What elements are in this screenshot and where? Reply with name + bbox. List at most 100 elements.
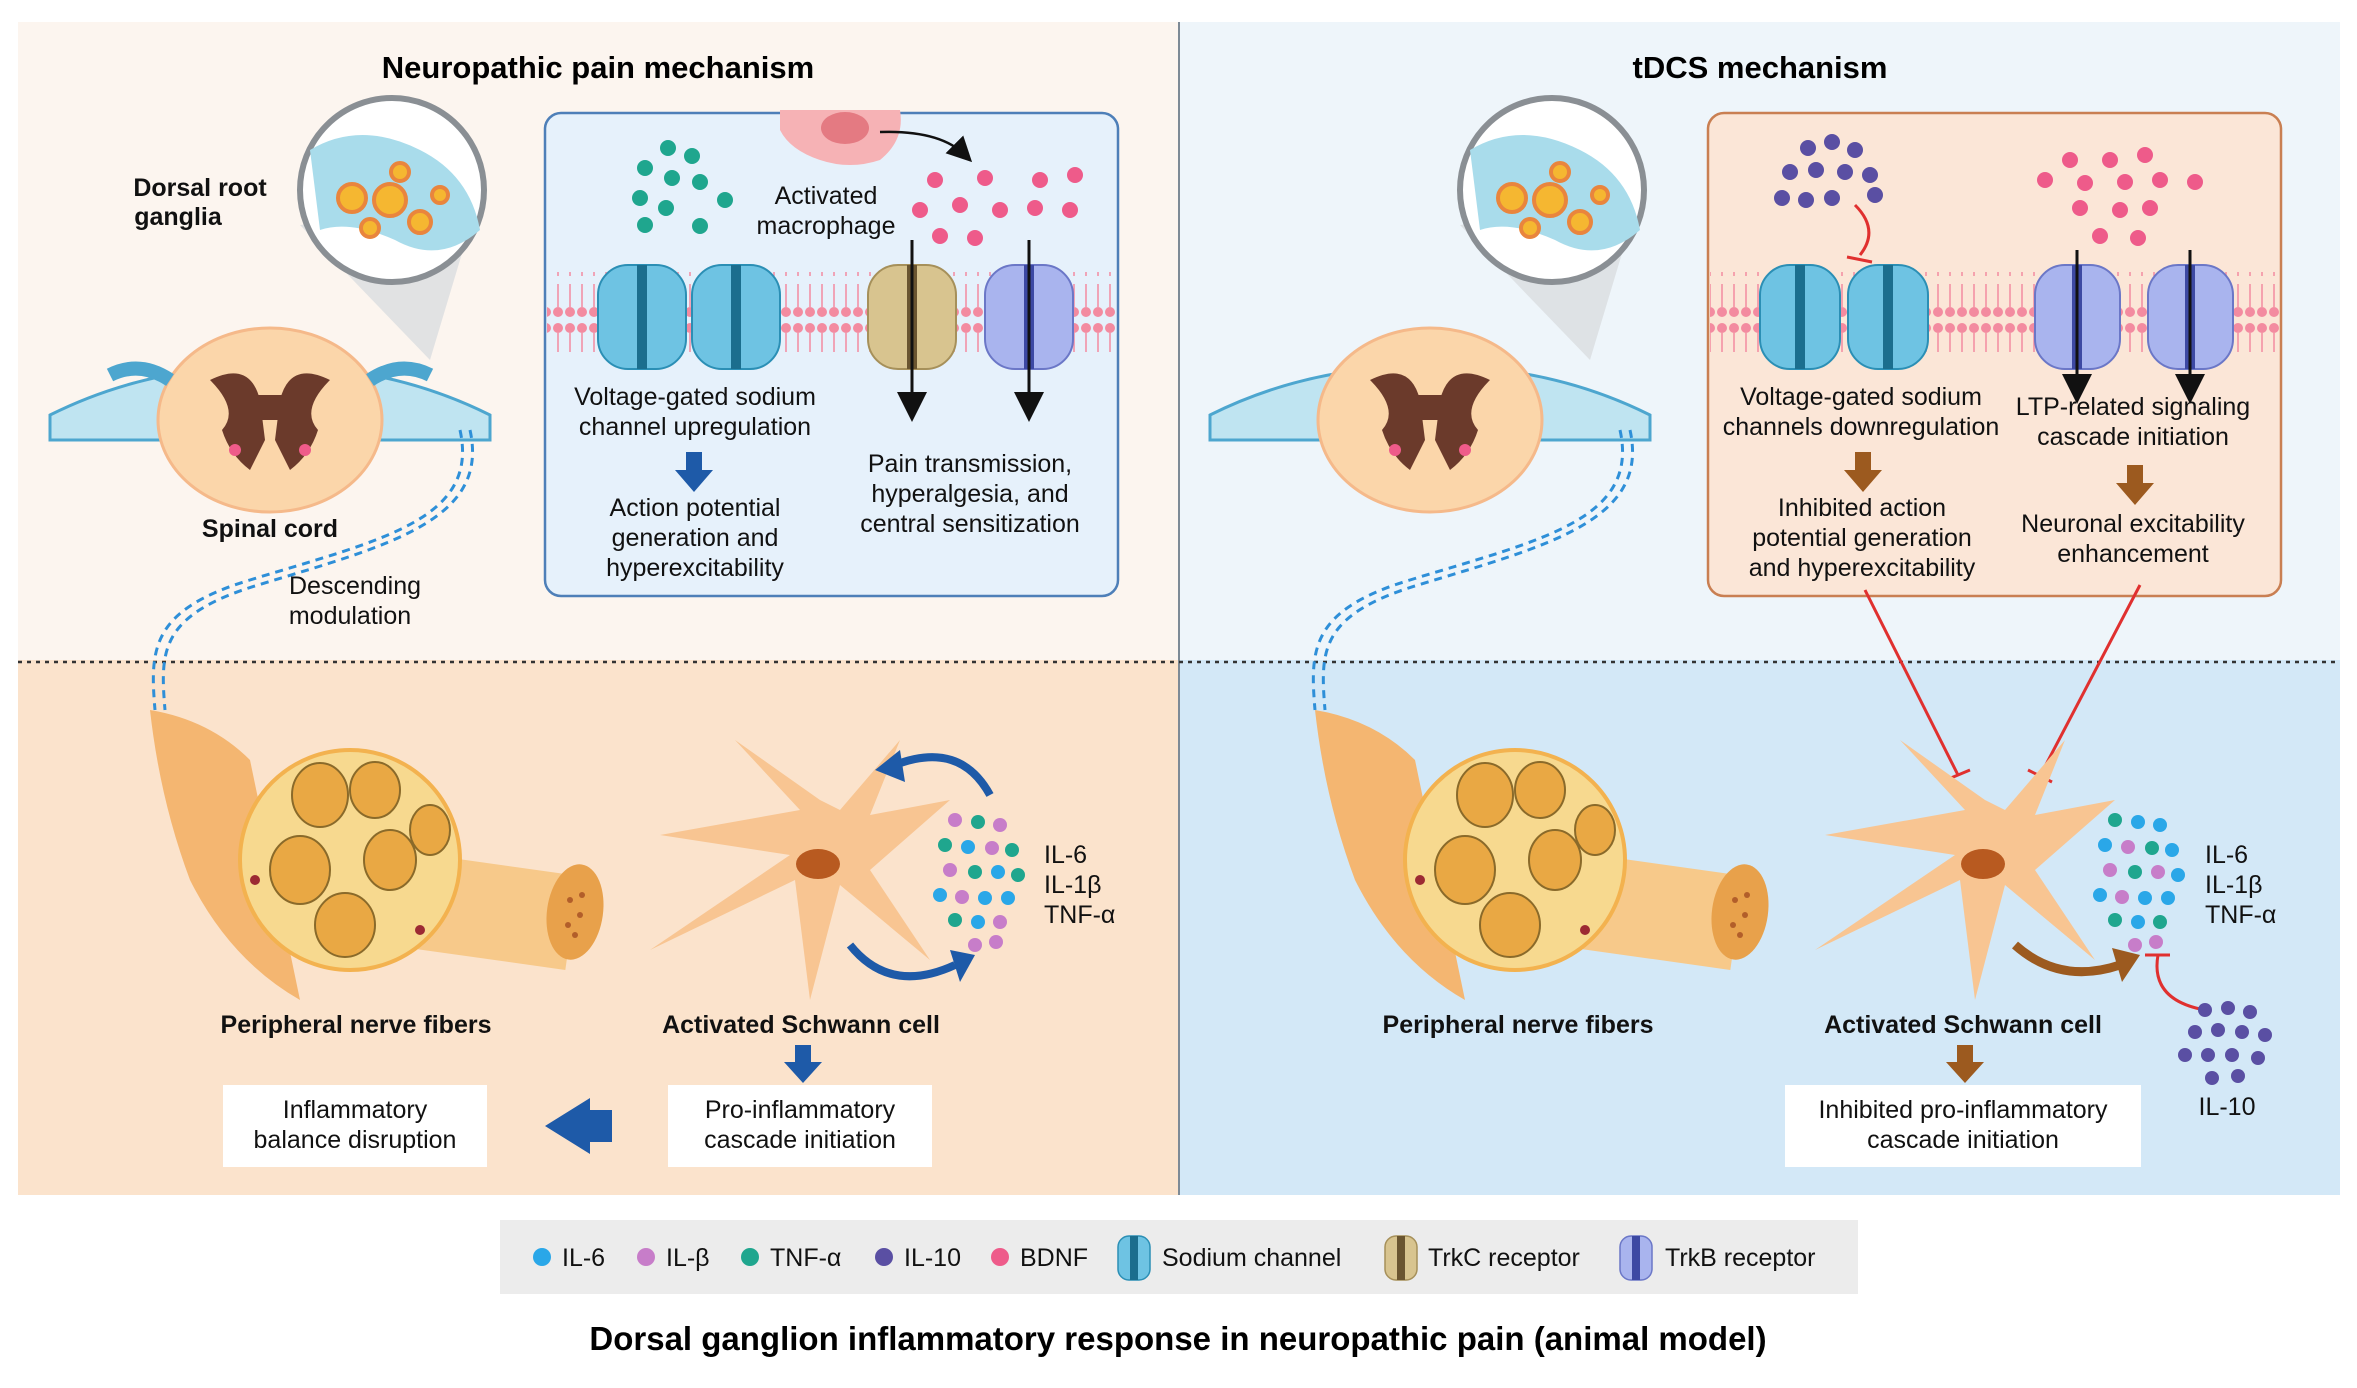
right-cascade-arrow [1946, 1045, 1984, 1083]
left-ap-arrow [675, 452, 713, 492]
left-cyto-il1b: IL-1β [1044, 871, 1101, 899]
right-schwann-label: Activated Schwann cell [1824, 1011, 2102, 1039]
right-cyto-tnf: TNF-α [2205, 901, 2276, 929]
left-schwann-label: Activated Schwann cell [662, 1011, 940, 1039]
right-spinal-cord [1208, 326, 1652, 514]
left-peripheral-nerve [150, 710, 604, 1000]
left-sodium-channel-2 [691, 264, 781, 370]
legend-sodium-channel: Sodium channel [1117, 1235, 1341, 1281]
right-inh-arrow [1844, 452, 1882, 492]
right-peripheral-nerve [1315, 710, 1769, 1000]
inh-line3: and hyperexcitability [1749, 554, 1976, 582]
right-inhibit-line-2 [2038, 584, 2142, 777]
right-nerve-label: Peripheral nerve fibers [1383, 1011, 1654, 1039]
vgsc-up-line2: channel upregulation [579, 413, 811, 441]
legend-trkc: TrkC receptor [1384, 1235, 1580, 1281]
svg-text:Sodium channel: Sodium channel [1162, 1244, 1341, 1272]
macrophage-release-arrow [879, 130, 973, 163]
right-neu-arrow [2116, 465, 2154, 505]
balance-line2: balance disruption [254, 1126, 457, 1154]
activated-macrophage [780, 110, 901, 165]
right-sodium-channel-1 [1759, 264, 1841, 370]
right-sodium-channel-2 [1847, 264, 1929, 370]
right-schwann-arrow [2012, 941, 2122, 977]
right-schwann-cell [1815, 740, 2115, 1000]
left-cyto-tnf: TNF-α [1044, 901, 1115, 929]
svg-text:IL-10: IL-10 [904, 1244, 961, 1272]
legend-trkb: TrkB receptor [1619, 1235, 1816, 1281]
legend-tnf: TNF-α [741, 1244, 841, 1272]
ap-line2: generation and [612, 524, 779, 552]
inh-line1: Inhibited action [1778, 494, 1946, 522]
figure-caption: Dorsal ganglion inflammatory response in… [589, 1320, 1766, 1357]
inh-line2: potential generation [1752, 524, 1972, 552]
macrophage-line1: Activated [775, 182, 878, 210]
left-cascade-arrow [784, 1045, 822, 1083]
ap-line3: hyperexcitability [606, 554, 784, 582]
pain-line3: central sensitization [860, 510, 1080, 538]
ap-line1: Action potential [610, 494, 781, 522]
balance-arrow [545, 1098, 612, 1154]
left-tnf-cluster [632, 140, 733, 234]
legend-il6: IL-6 [533, 1244, 605, 1272]
right-cyto-il1b: IL-1β [2205, 871, 2262, 899]
balance-line1: Inflammatory [283, 1096, 428, 1124]
left-sodium-channel-1 [597, 264, 687, 370]
pain-line1: Pain transmission, [868, 450, 1072, 478]
svg-text:TrkB receptor: TrkB receptor [1665, 1244, 1816, 1272]
neu-line1: Neuronal excitability [2021, 510, 2245, 538]
svg-text:IL-6: IL-6 [562, 1244, 605, 1272]
left-cytokine-cluster [933, 813, 1025, 952]
left-nerve-label: Peripheral nerve fibers [221, 1011, 492, 1039]
legend-il10: IL-10 [875, 1244, 961, 1272]
svg-text:TrkC receptor: TrkC receptor [1428, 1244, 1580, 1272]
ltp-line2: cascade initiation [2037, 423, 2229, 451]
left-cascade-line2: cascade initiation [704, 1126, 896, 1154]
descending-line1: Descending [289, 572, 421, 600]
right-cascade-line2: cascade initiation [1867, 1126, 2059, 1154]
descending-line2: modulation [289, 602, 411, 630]
macrophage-line2: macrophage [757, 212, 896, 240]
right-cytokine-cluster [2093, 813, 2185, 952]
schwann-bottom-arrow [846, 942, 957, 981]
spinal-cord-label: Spinal cord [202, 515, 338, 543]
vgsc-up-line1: Voltage-gated sodium [574, 383, 816, 411]
svg-text:TNF-α: TNF-α [770, 1244, 841, 1272]
right-il10-cluster-bottom [2178, 1001, 2272, 1085]
drg-label-line2: ganglia [134, 203, 223, 231]
ltp-line1: LTP-related signaling [2016, 393, 2250, 421]
left-bdnf-cluster [912, 167, 1083, 246]
left-balance-box [223, 1085, 487, 1167]
right-il10-inhibit-bottom [2155, 954, 2206, 1012]
right-cascade-box [1785, 1085, 2141, 1167]
right-cascade-line1: Inhibited pro-inflammatory [1818, 1096, 2108, 1124]
right-bdnf-cluster [2037, 147, 2203, 246]
left-cyto-il6: IL-6 [1044, 841, 1087, 869]
left-drg-magnifier [297, 95, 487, 360]
svg-text:BDNF: BDNF [1020, 1244, 1088, 1272]
left-title: Neuropathic pain mechanism [382, 50, 814, 85]
left-spinal-cord [48, 326, 492, 514]
schwann-top-arrow [893, 753, 994, 797]
left-cascade-box [668, 1085, 932, 1167]
vgsc-down-line1: Voltage-gated sodium [1740, 383, 1982, 411]
vgsc-down-line2: channels downregulation [1723, 413, 2000, 441]
left-schwann-cell [650, 740, 950, 1000]
pain-line2: hyperalgesia, and [871, 480, 1068, 508]
left-descending-path [151, 429, 464, 711]
right-il10-label: IL-10 [2199, 1093, 2256, 1121]
legend-ilb: IL-β [637, 1244, 710, 1272]
right-title: tDCS mechanism [1633, 50, 1888, 85]
drg-label-line1: Dorsal root [133, 174, 267, 202]
svg-text:IL-β: IL-β [666, 1244, 710, 1272]
right-cyto-il6: IL-6 [2205, 841, 2248, 869]
right-il10-cluster-top [1774, 134, 1883, 208]
right-drg-magnifier [1457, 95, 1647, 360]
right-inhibit-line-1 [1863, 589, 1960, 776]
legend-bdnf: BDNF [991, 1244, 1088, 1272]
left-cascade-line1: Pro-inflammatory [705, 1096, 896, 1124]
neu-line2: enhancement [2057, 540, 2209, 568]
right-il10-inhibit-top [1853, 203, 1871, 256]
right-descending-path [1311, 429, 1624, 711]
